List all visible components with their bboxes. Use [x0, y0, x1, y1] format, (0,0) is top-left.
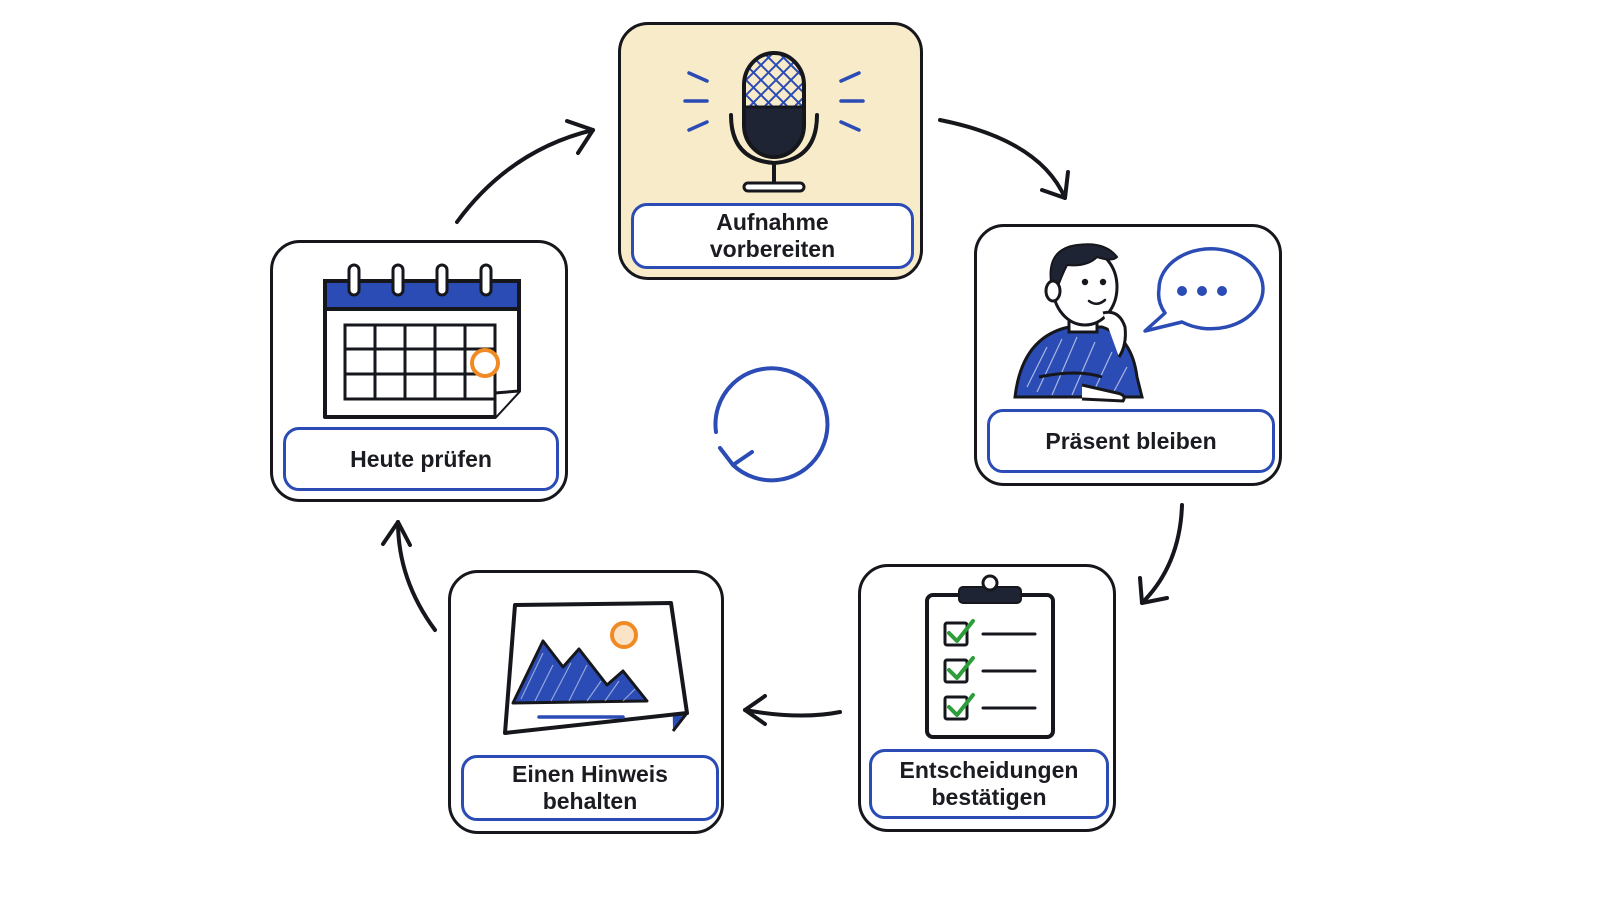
step-label-today: Heute prüfen	[283, 427, 559, 491]
speech-bubble-icon	[1143, 247, 1265, 333]
step-card-record: Aufnahme vorbereiten	[618, 22, 923, 280]
arrowhead-note-to-today	[381, 520, 412, 547]
calendar-icon	[323, 263, 521, 419]
step-label-today-line1: Heute prüfen	[350, 445, 492, 472]
person-thinking-icon	[1013, 243, 1265, 403]
arrowhead-present-to-decisions	[1138, 576, 1169, 605]
step-label-note: Einen Hinweis behalten	[461, 755, 719, 821]
step-label-record: Aufnahme vorbereiten	[631, 203, 914, 269]
step-label-note-line1: Einen Hinweis	[512, 761, 668, 787]
step-label-present: Präsent bleiben	[987, 409, 1275, 473]
cycle-arrow-icon	[713, 366, 830, 483]
arrowhead-record-to-present	[1040, 170, 1070, 200]
step-card-decisions: Entscheidungen bestätigen	[858, 564, 1116, 832]
arrow-present-to-decisions	[1140, 503, 1184, 605]
step-label-decisions-line1: Entscheidungen	[899, 757, 1079, 783]
step-label-record-line1: Aufnahme	[716, 209, 829, 235]
step-label-decisions: Entscheidungen bestätigen	[869, 749, 1109, 819]
arrow-today-to-record	[455, 128, 595, 224]
step-card-today: Heute prüfen	[270, 240, 568, 502]
picture-card-icon	[503, 601, 689, 735]
step-card-present: Präsent bleiben	[974, 224, 1282, 486]
step-card-note: Einen Hinweis behalten	[448, 570, 724, 834]
arrow-decisions-to-note	[743, 708, 842, 718]
arrowhead-decisions-to-note	[743, 694, 767, 726]
step-label-present-line1: Präsent bleiben	[1045, 427, 1217, 454]
arrow-note-to-today	[396, 520, 437, 632]
checklist-clipboard-icon	[925, 574, 1055, 739]
step-label-decisions-line2: bestätigen	[931, 784, 1047, 810]
step-label-note-line2: behalten	[542, 788, 638, 814]
microphone-icon	[683, 51, 865, 193]
step-label-record-line2: vorbereiten	[709, 236, 836, 262]
arrowhead-today-to-record	[565, 119, 595, 155]
arrow-record-to-present	[938, 118, 1067, 200]
